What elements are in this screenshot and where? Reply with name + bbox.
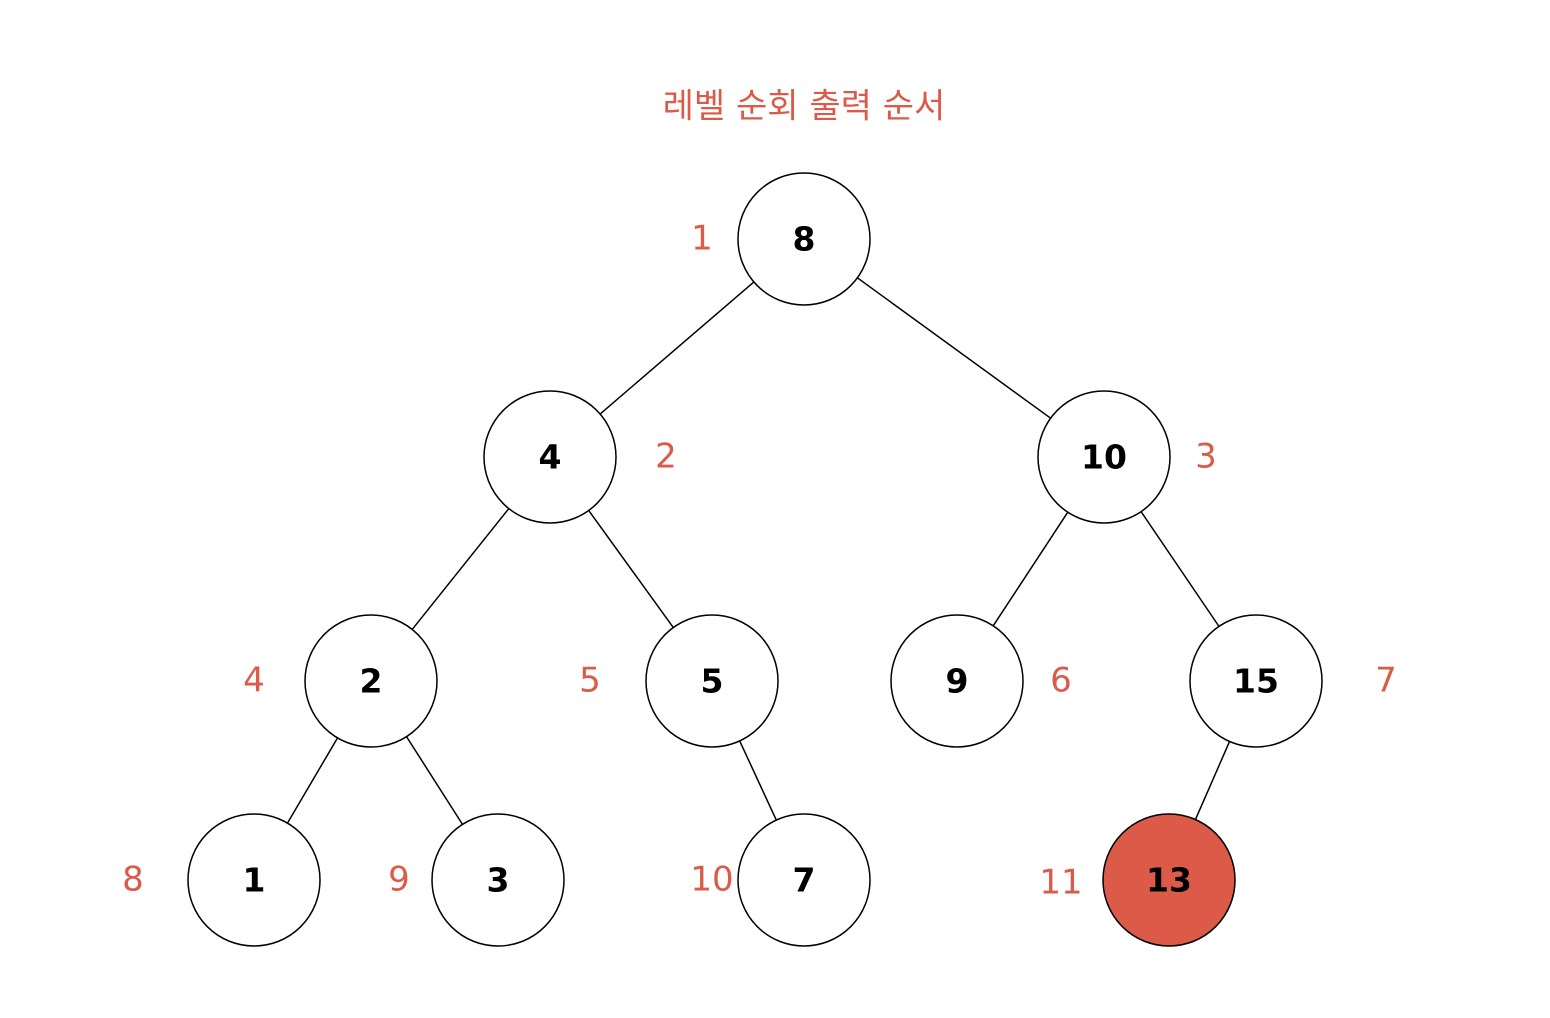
node-circle [1189, 614, 1323, 748]
node-value: 15 [1233, 662, 1279, 701]
node-circle [431, 813, 565, 947]
tree-node-5: 55 [579, 614, 779, 748]
edge-n2-n1 [286, 737, 339, 824]
node-circle [1037, 390, 1171, 524]
visit-order-label: 9 [388, 860, 410, 900]
edges-layer [286, 277, 1231, 825]
edge-n2-n3 [405, 736, 464, 825]
visit-order-label: 6 [1050, 661, 1072, 701]
edge-n10-n9 [992, 511, 1069, 627]
visit-order-label: 5 [579, 661, 601, 701]
node-value: 10 [1081, 438, 1127, 477]
node-circle [483, 390, 617, 524]
node-circle [737, 813, 871, 947]
node-circle [890, 614, 1024, 748]
node-value: 1 [243, 861, 266, 900]
visit-order-label: 2 [655, 437, 677, 477]
tree-node-7: 7 10 [690, 813, 871, 947]
visit-order-label: 11 [1039, 863, 1082, 903]
edge-n4-n5 [588, 510, 674, 628]
node-circle [304, 614, 438, 748]
node-value: 4 [539, 438, 562, 477]
tree-node-1: 18 [122, 813, 321, 947]
tree-node-13: 13 11 [1039, 813, 1236, 947]
node-value: 2 [360, 662, 383, 701]
visit-order-label: 1 [691, 219, 713, 259]
edge-n15-n13 [1194, 741, 1231, 820]
edge-n8-n10 [856, 277, 1052, 419]
tree-node-15: 15 7 [1189, 614, 1397, 748]
node-value: 13 [1146, 861, 1192, 900]
tree-node-2: 24 [243, 614, 438, 748]
edge-n5-n7 [739, 740, 777, 821]
node-value: 8 [793, 220, 816, 259]
tree-node-3: 39 [388, 813, 565, 947]
visit-order-label: 10 [690, 860, 733, 900]
node-value: 9 [946, 662, 969, 701]
node-circle [645, 614, 779, 748]
node-value: 7 [793, 861, 816, 900]
tree-node-10: 10 3 [1037, 390, 1217, 524]
visit-order-label: 4 [243, 661, 265, 701]
visit-order-label: 3 [1195, 437, 1217, 477]
visit-order-label: 8 [122, 860, 144, 900]
node-circle [737, 172, 871, 306]
visit-order-label: 7 [1375, 661, 1397, 701]
edge-n10-n15 [1140, 511, 1220, 627]
tree-node-8: 81 [691, 172, 871, 306]
edge-n4-n2 [411, 508, 510, 630]
node-value: 5 [701, 662, 724, 701]
edge-n8-n4 [599, 281, 755, 415]
diagram-title: 레벨 순회 출력 순서 [663, 87, 946, 127]
node-value: 3 [487, 861, 510, 900]
node-circle [187, 813, 321, 947]
node-circle-highlighted [1102, 813, 1236, 947]
